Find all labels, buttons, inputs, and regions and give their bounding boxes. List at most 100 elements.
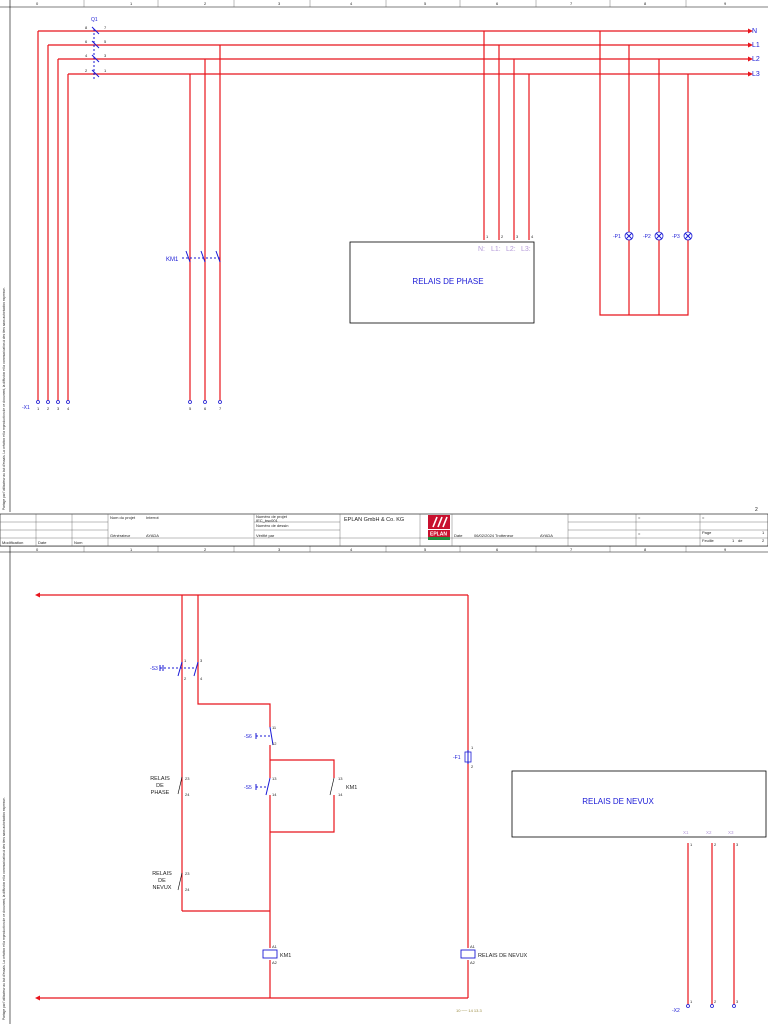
tb-author-label: Générateur xyxy=(110,533,131,538)
pin: A1 xyxy=(272,944,278,949)
relay-pin: 3 xyxy=(516,234,519,239)
tb-eq-label: = xyxy=(702,515,705,520)
nevux-pin: 1 xyxy=(690,842,693,847)
pin: A2 xyxy=(470,960,476,965)
column-number: 9 xyxy=(724,1,727,6)
breaker-pin: 4 xyxy=(85,53,88,58)
contact-label: NEVUX xyxy=(153,885,172,891)
phase-relay-terminals: N: L1: L2: L3: xyxy=(478,246,531,253)
pin: 2 xyxy=(471,764,474,769)
column-numbers-top: 0 1 2 3 4 5 6 7 8 9 xyxy=(36,1,727,6)
pin: 3 xyxy=(200,658,203,663)
pin: 23 xyxy=(185,871,190,876)
nevux-pins: 1 2 3 xyxy=(690,842,739,847)
contact-label: DE xyxy=(158,878,166,884)
relay-pin: 2 xyxy=(501,234,504,239)
tb-eq-label: = xyxy=(638,531,641,536)
pin: 14 xyxy=(338,792,343,797)
tb-author-value: AYADA xyxy=(146,533,159,538)
column-number: 4 xyxy=(350,1,353,6)
km1-contact-label: KM1 xyxy=(346,785,357,791)
phase-relay-pins: 1 2 3 4 xyxy=(486,234,534,239)
column-number: 9 xyxy=(724,547,727,552)
breaker-pin: 6 xyxy=(85,39,88,44)
terminal-number: 1 xyxy=(37,406,40,411)
terminal-number: 4 xyxy=(67,406,70,411)
tb-date-value: 06/02/2024 Trotteneur xyxy=(474,533,514,538)
pin: 13 xyxy=(272,776,277,781)
terminal-number: 3 xyxy=(736,999,739,1004)
km1-power-contacts: KM1 xyxy=(166,250,222,263)
coil-icon xyxy=(262,949,278,959)
column-number: 8 xyxy=(644,1,647,6)
nevux-relay-box xyxy=(511,770,767,838)
column-number: 1 xyxy=(130,1,133,6)
phase-relay-wires xyxy=(483,31,530,240)
bus-labels: N L1 L2 L3 xyxy=(752,28,760,78)
s3-label: -S3 xyxy=(150,666,158,672)
tb-project-name-label: Nom du projet xyxy=(110,515,136,520)
pin: 24 xyxy=(185,792,190,797)
relay-pin: 4 xyxy=(531,234,534,239)
tb-sheet-value: 1 xyxy=(732,538,735,543)
fuse-f1: -F1 1 2 xyxy=(453,745,474,769)
bus-label-l1: L1 xyxy=(752,42,760,49)
relay-terminal: L2: xyxy=(506,246,516,253)
terminal-number: 6 xyxy=(204,406,207,411)
nevux-terminal: X3 xyxy=(728,830,734,835)
terminal-number: 1 xyxy=(690,999,693,1004)
bus-label-n: N xyxy=(752,28,757,35)
bus-label-l2: L2 xyxy=(752,56,760,63)
column-number: 8 xyxy=(644,547,647,552)
side-note: Partage par l'utilisateur au but d'essai… xyxy=(2,287,6,510)
control-circuit-wires xyxy=(40,594,735,1005)
breaker-pin: 8 xyxy=(85,25,88,30)
pin: A1 xyxy=(470,944,476,949)
km1-coil: KM1 A1 A2 xyxy=(262,944,291,965)
switch-s6: -S6 11 12 xyxy=(244,725,277,746)
side-note: Partage par l'utilisateur au but d'essai… xyxy=(2,797,6,1020)
tb-modification: Modification xyxy=(2,540,23,545)
pin: 1 xyxy=(184,658,187,663)
pin: 14 xyxy=(272,792,277,797)
contact-label: DE xyxy=(156,783,164,789)
nevux-coil: RELAIS DE NEVUX A1 A2 xyxy=(460,944,528,965)
tb-project-name-value: Interrot xyxy=(146,515,160,520)
column-number: 4 xyxy=(350,547,353,552)
breaker-pin: 2 xyxy=(85,68,88,73)
tb-eq-label: = xyxy=(638,515,641,520)
nevux-pin: 2 xyxy=(714,842,717,847)
tb-project-number-label: Numéro de projet xyxy=(256,514,288,519)
column-header-bottom xyxy=(83,546,687,552)
s5-label: -S5 xyxy=(244,785,252,791)
tb-project-number-value: IEC_bsc001 xyxy=(256,518,279,523)
motor-feed-wires xyxy=(189,45,221,402)
pin: 1 xyxy=(471,745,474,750)
lamp-wires xyxy=(599,31,689,316)
tb-verified-label: Vérifié par xyxy=(256,533,275,538)
tb-name: Nom xyxy=(74,540,83,545)
switch-s5: -S5 13 14 xyxy=(244,776,277,797)
tb-page-label: Page xyxy=(702,530,712,535)
tb-author2-value: AYADA xyxy=(540,533,553,538)
terminal-strip-x1: -X1 1 2 3 4 5 6 7 xyxy=(22,400,222,411)
lamp-label: -P1 xyxy=(613,234,621,240)
tb-company: EPLAN GmbH & Co. KG xyxy=(344,517,404,523)
terminal-number: 2 xyxy=(714,999,717,1004)
column-header-top xyxy=(83,0,687,7)
nevux-terminal: X1 xyxy=(683,830,689,835)
pin: A2 xyxy=(272,960,278,965)
logo-text: EPLAN xyxy=(430,532,447,538)
km1-label: KM1 xyxy=(166,257,179,263)
coil-icon xyxy=(460,949,476,959)
contact-label: RELAIS xyxy=(150,776,170,782)
pin: 4 xyxy=(200,676,203,681)
column-numbers-bottom: 0 1 2 3 4 5 6 7 8 9 xyxy=(36,547,727,552)
nevux-pin: 3 xyxy=(736,842,739,847)
pin: 12 xyxy=(272,741,277,746)
title-block: Modification Date Nom Nom du projet Inte… xyxy=(0,513,768,547)
rail-arrows xyxy=(35,592,40,1001)
column-number: 3 xyxy=(278,1,281,6)
